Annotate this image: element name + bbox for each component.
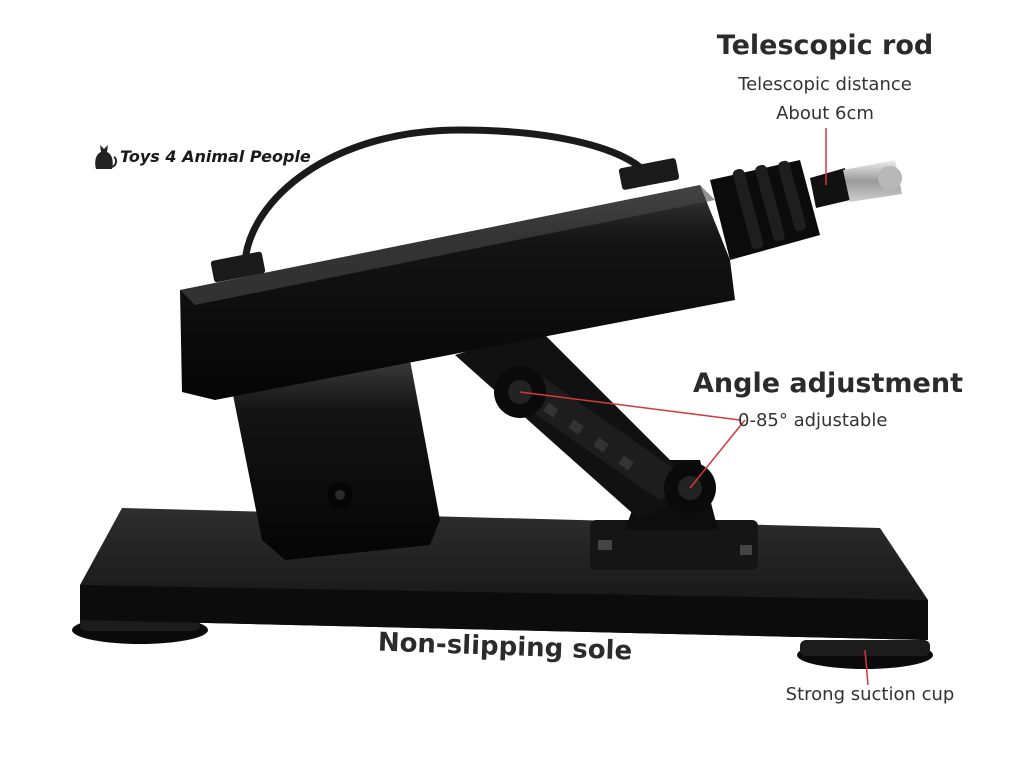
telescopic-rod-detail-1: Telescopic distance	[738, 74, 912, 95]
brand-watermark: Toys 4 Animal People	[90, 141, 311, 171]
main-body	[180, 158, 735, 400]
carry-strap	[241, 126, 649, 266]
base-plate	[80, 508, 928, 640]
telescopic-rod	[710, 160, 902, 260]
angle-arm	[455, 330, 716, 520]
brand-name: Toys 4 Animal People	[120, 146, 311, 166]
angle-adjustment-title: Angle adjustment	[693, 368, 963, 399]
power-box	[230, 360, 440, 560]
angle-adjustment-detail: 0-85° adjustable	[738, 410, 888, 431]
telescopic-rod-detail-2: About 6cm	[776, 103, 874, 124]
telescopic-rod-title: Telescopic rod	[716, 30, 934, 61]
suction-cup-label: Strong suction cup	[785, 684, 955, 705]
pointer-lines	[519, 128, 869, 686]
cat-logo-icon	[95, 145, 118, 169]
